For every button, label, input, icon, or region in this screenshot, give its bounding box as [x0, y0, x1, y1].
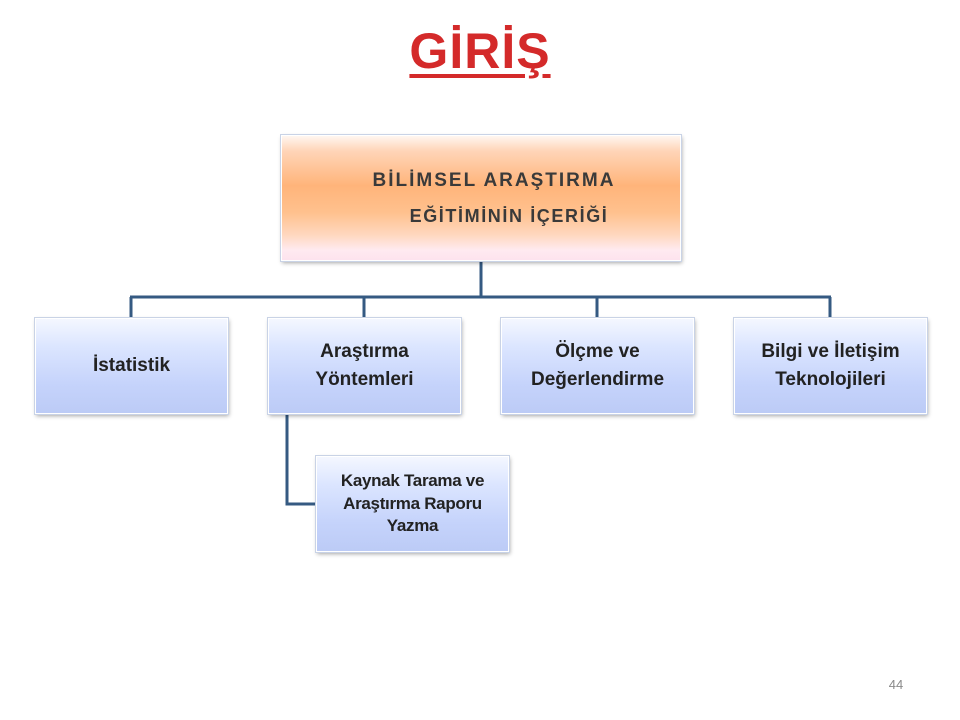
- node-bilgi-iletisim: Bilgi ve İletişim Teknolojileri: [734, 318, 927, 414]
- node-istatistik-label: İstatistik: [92, 354, 171, 376]
- node-istatistik: İstatistik: [35, 318, 228, 414]
- node-kaynak-tarama: Kaynak Tarama ve Araştırma Raporu Yazma: [316, 456, 509, 552]
- root-node-line2: EĞİTİMİNİN İÇERİĞİ: [409, 205, 609, 226]
- slide-title: GİRİŞ: [409, 23, 551, 79]
- node-olcme-degerlendirme-label: Ölçme ve Değerlendirme: [530, 340, 665, 391]
- root-node: BİLİMSEL ARAŞTIRMA EĞİTİMİNİN İÇERİĞİ: [281, 135, 681, 261]
- connector-to-kaynak: [285, 414, 316, 506]
- root-node-line1: BİLİMSEL ARAŞTIRMA: [372, 169, 616, 191]
- page-number: 44: [888, 677, 904, 692]
- node-arastirma-yontemleri-label: Araştırma Yöntemleri: [315, 340, 414, 391]
- node-kaynak-tarama-label: Kaynak Tarama ve Araştırma Raporu Yazma: [340, 470, 485, 536]
- node-bilgi-iletisim-label: Bilgi ve İletişim Teknolojileri: [761, 340, 900, 391]
- node-arastirma-yontemleri: Araştırma Yöntemleri: [268, 318, 461, 414]
- node-olcme-degerlendirme: Ölçme ve Değerlendirme: [501, 318, 694, 414]
